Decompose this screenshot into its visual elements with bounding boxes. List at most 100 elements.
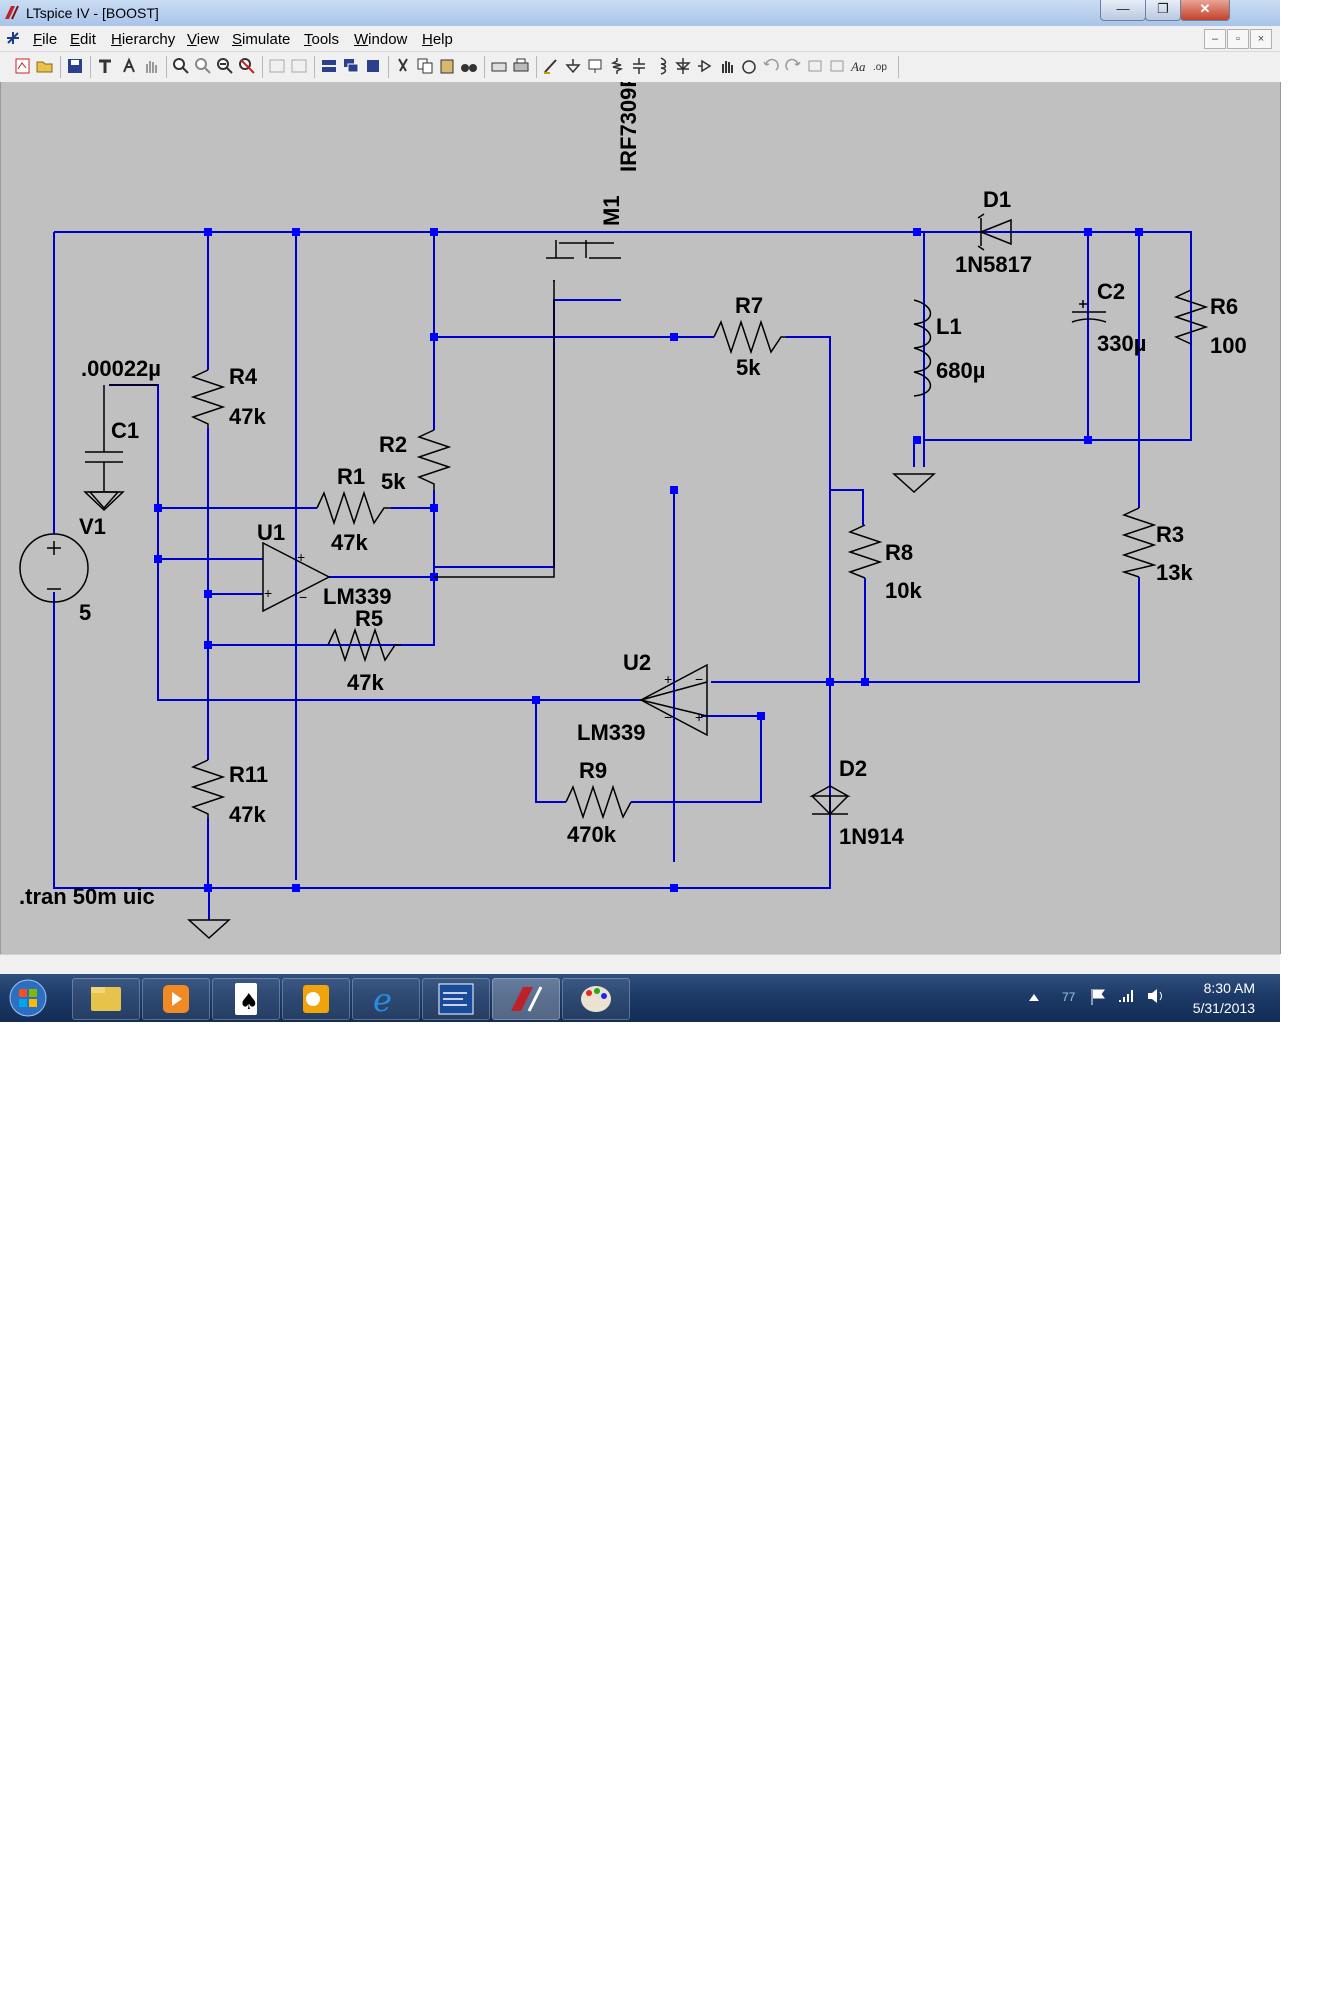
window-tile-icon[interactable] <box>320 57 338 75</box>
menu-edit[interactable]: Edit <box>70 31 96 48</box>
undo-icon[interactable] <box>762 57 780 75</box>
ground-icon[interactable] <box>564 57 582 75</box>
label-net-icon[interactable] <box>586 57 604 75</box>
u2-model-label: LM339 <box>577 720 645 745</box>
ltspice-taskbar-button[interactable] <box>492 978 560 1020</box>
c1-value-label: .00022µ <box>81 356 161 381</box>
schematic-drawing[interactable]: IRF7309P M1 D1 1N5817 C2 330µ R6 100 L1 … <box>1 82 1280 954</box>
r5-name-label: R5 <box>355 606 383 631</box>
mdi-minimize-button[interactable]: – <box>1204 29 1226 49</box>
minimize-button[interactable]: — <box>1100 0 1146 21</box>
close-button[interactable]: ✕ <box>1180 0 1230 21</box>
d1-symbol <box>977 213 1012 251</box>
internet-explorer-taskbar-button[interactable]: e <box>352 978 420 1020</box>
drag-hand-icon[interactable] <box>740 57 758 75</box>
find-icon[interactable] <box>460 57 478 75</box>
copy-icon[interactable] <box>416 57 434 75</box>
r5-symbol <box>327 627 401 663</box>
redo-icon[interactable] <box>784 57 802 75</box>
outlook-icon <box>303 985 329 1013</box>
inductor-icon[interactable] <box>652 57 670 75</box>
weather-temperature[interactable]: 77 <box>1062 990 1076 1004</box>
m1-gate <box>434 280 555 578</box>
halt-hand-icon[interactable] <box>142 57 160 75</box>
menu-file[interactable]: File <box>33 31 58 48</box>
outlook-taskbar-button[interactable] <box>282 978 350 1020</box>
cut-icon[interactable] <box>394 57 412 75</box>
c1-lead <box>103 384 158 452</box>
pan-icon[interactable] <box>194 57 212 75</box>
menu-window[interactable]: Window <box>354 31 408 48</box>
window-cascade-icon[interactable] <box>342 57 360 75</box>
mdi-close-button[interactable]: × <box>1250 29 1272 49</box>
svg-text:+: + <box>264 585 272 601</box>
l1-name-label: L1 <box>936 314 962 339</box>
print-setup-icon[interactable] <box>490 57 508 75</box>
r2-symbol <box>416 429 452 490</box>
d2-model-label: 1N914 <box>839 824 905 849</box>
print-icon[interactable] <box>512 57 530 75</box>
spade-card-icon: ♠ <box>235 983 259 1015</box>
window-title: LTspice IV - [BOOST] <box>26 5 159 21</box>
paste-icon[interactable] <box>438 57 456 75</box>
open-folder-icon[interactable] <box>36 57 54 75</box>
rotate-icon[interactable] <box>806 57 824 75</box>
menu-hierarchy[interactable]: Hierarchy <box>111 31 176 48</box>
ltspice-window: LTspice IV - [BOOST] — ❐ ✕ File Edit Hie… <box>0 0 1281 1022</box>
schematic-doc-icon[interactable] <box>4 29 22 47</box>
schematic-canvas[interactable]: IRF7309P M1 D1 1N5817 C2 330µ R6 100 L1 … <box>0 82 1281 954</box>
r8-symbol <box>847 524 883 579</box>
resistor-icon[interactable] <box>608 57 626 75</box>
control-panel-icon[interactable] <box>96 57 114 75</box>
zoom-out-icon[interactable] <box>216 57 234 75</box>
draw-wire-icon[interactable] <box>542 57 560 75</box>
menu-help[interactable]: Help <box>422 31 453 48</box>
mdi-restore-button[interactable]: ▫ <box>1227 29 1249 49</box>
component-icon[interactable] <box>696 57 714 75</box>
paint-taskbar-button[interactable] <box>562 978 630 1020</box>
move-hand-icon[interactable] <box>718 57 736 75</box>
menu-simulate[interactable]: Simulate <box>232 31 291 48</box>
c1-name-label: C1 <box>111 418 139 443</box>
weather-channel-icon <box>438 983 474 1015</box>
maximize-button[interactable]: ❐ <box>1145 0 1181 21</box>
show-hidden-icons-icon[interactable] <box>1028 992 1040 1002</box>
explorer-taskbar-button[interactable] <box>72 978 140 1020</box>
capacitor-icon[interactable] <box>630 57 648 75</box>
u1-model-label: LM339 <box>323 584 391 609</box>
solitaire-taskbar-button[interactable]: ♠ <box>212 978 280 1020</box>
window-close-all-icon[interactable] <box>364 57 382 75</box>
diode-icon[interactable] <box>674 57 692 75</box>
menu-tools[interactable]: Tools <box>304 31 340 48</box>
volume-icon[interactable] <box>1146 987 1166 1005</box>
text-icon[interactable]: Aa <box>850 57 868 75</box>
r5-value-label: 47k <box>347 670 384 695</box>
r11-name-label: R11 <box>229 762 268 787</box>
zoom-in-icon[interactable] <box>172 57 190 75</box>
paint-palette-icon <box>581 986 611 1012</box>
spice-directive-icon[interactable]: .op <box>872 57 890 75</box>
weather-channel-taskbar-button[interactable] <box>422 978 490 1020</box>
zoom-fit-icon[interactable] <box>238 57 256 75</box>
media-player-taskbar-button[interactable] <box>142 978 210 1020</box>
gnd-c1 <box>83 491 125 512</box>
d2-name-label: D2 <box>839 756 867 781</box>
mirror-icon[interactable] <box>828 57 846 75</box>
windows-taskbar: ♠ e 77 8:30 AM 5/31/2013 <box>0 974 1280 1022</box>
action-center-flag-icon[interactable] <box>1090 988 1106 1006</box>
menu-view[interactable]: View <box>187 31 220 48</box>
tile-vertical-icon[interactable] <box>290 57 308 75</box>
clock-time[interactable]: 8:30 AM <box>1203 980 1255 996</box>
tile-horizontal-icon[interactable] <box>268 57 286 75</box>
run-icon[interactable] <box>120 57 138 75</box>
r6-value-label: 100 <box>1210 333 1247 358</box>
network-signal-icon[interactable] <box>1118 988 1136 1004</box>
v1-name-label: V1 <box>79 514 106 539</box>
start-orb-icon[interactable] <box>8 978 48 1018</box>
save-icon[interactable] <box>66 57 84 75</box>
r11-value-label: 47k <box>229 802 266 827</box>
clock-date[interactable]: 5/31/2013 <box>1192 1000 1255 1016</box>
title-bar[interactable]: LTspice IV - [BOOST] — ❐ ✕ <box>0 0 1280 27</box>
m1-name-label: M1 <box>599 195 624 226</box>
new-schematic-icon[interactable] <box>14 57 32 75</box>
